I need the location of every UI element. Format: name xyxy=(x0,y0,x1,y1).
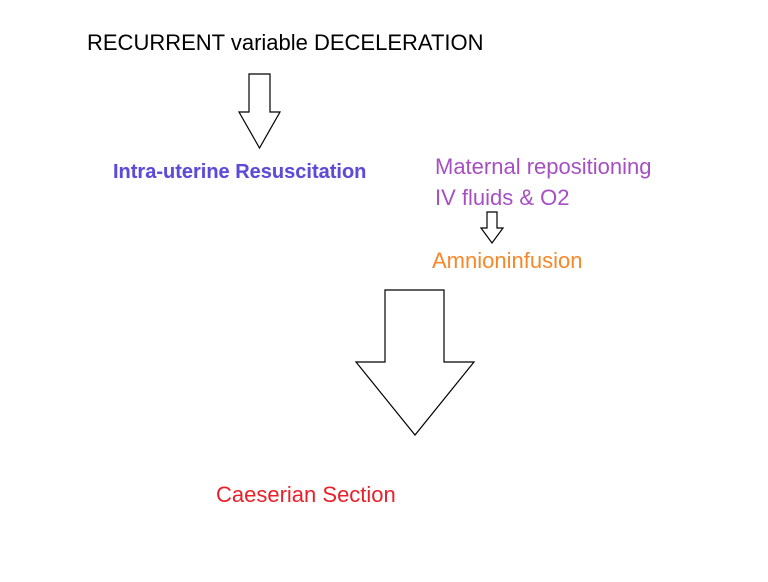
diagram-title: RECURRENT variable DECELERATION xyxy=(87,30,484,55)
down-arrow-icon xyxy=(354,289,476,436)
down-arrow-icon xyxy=(237,73,282,150)
interventions-list: Maternal repositioning IV fluids & O2 xyxy=(435,152,651,214)
intervention-item: IV fluids & O2 xyxy=(435,184,570,210)
resuscitation-label: Intra-uterine Resuscitation xyxy=(113,161,367,183)
down-arrow-icon xyxy=(479,211,505,245)
amnioinfusion-label: Amnioninfusion xyxy=(432,248,583,273)
intervention-item: Maternal repositioning xyxy=(435,154,652,179)
outcome-label: Caeserian Section xyxy=(216,482,396,507)
